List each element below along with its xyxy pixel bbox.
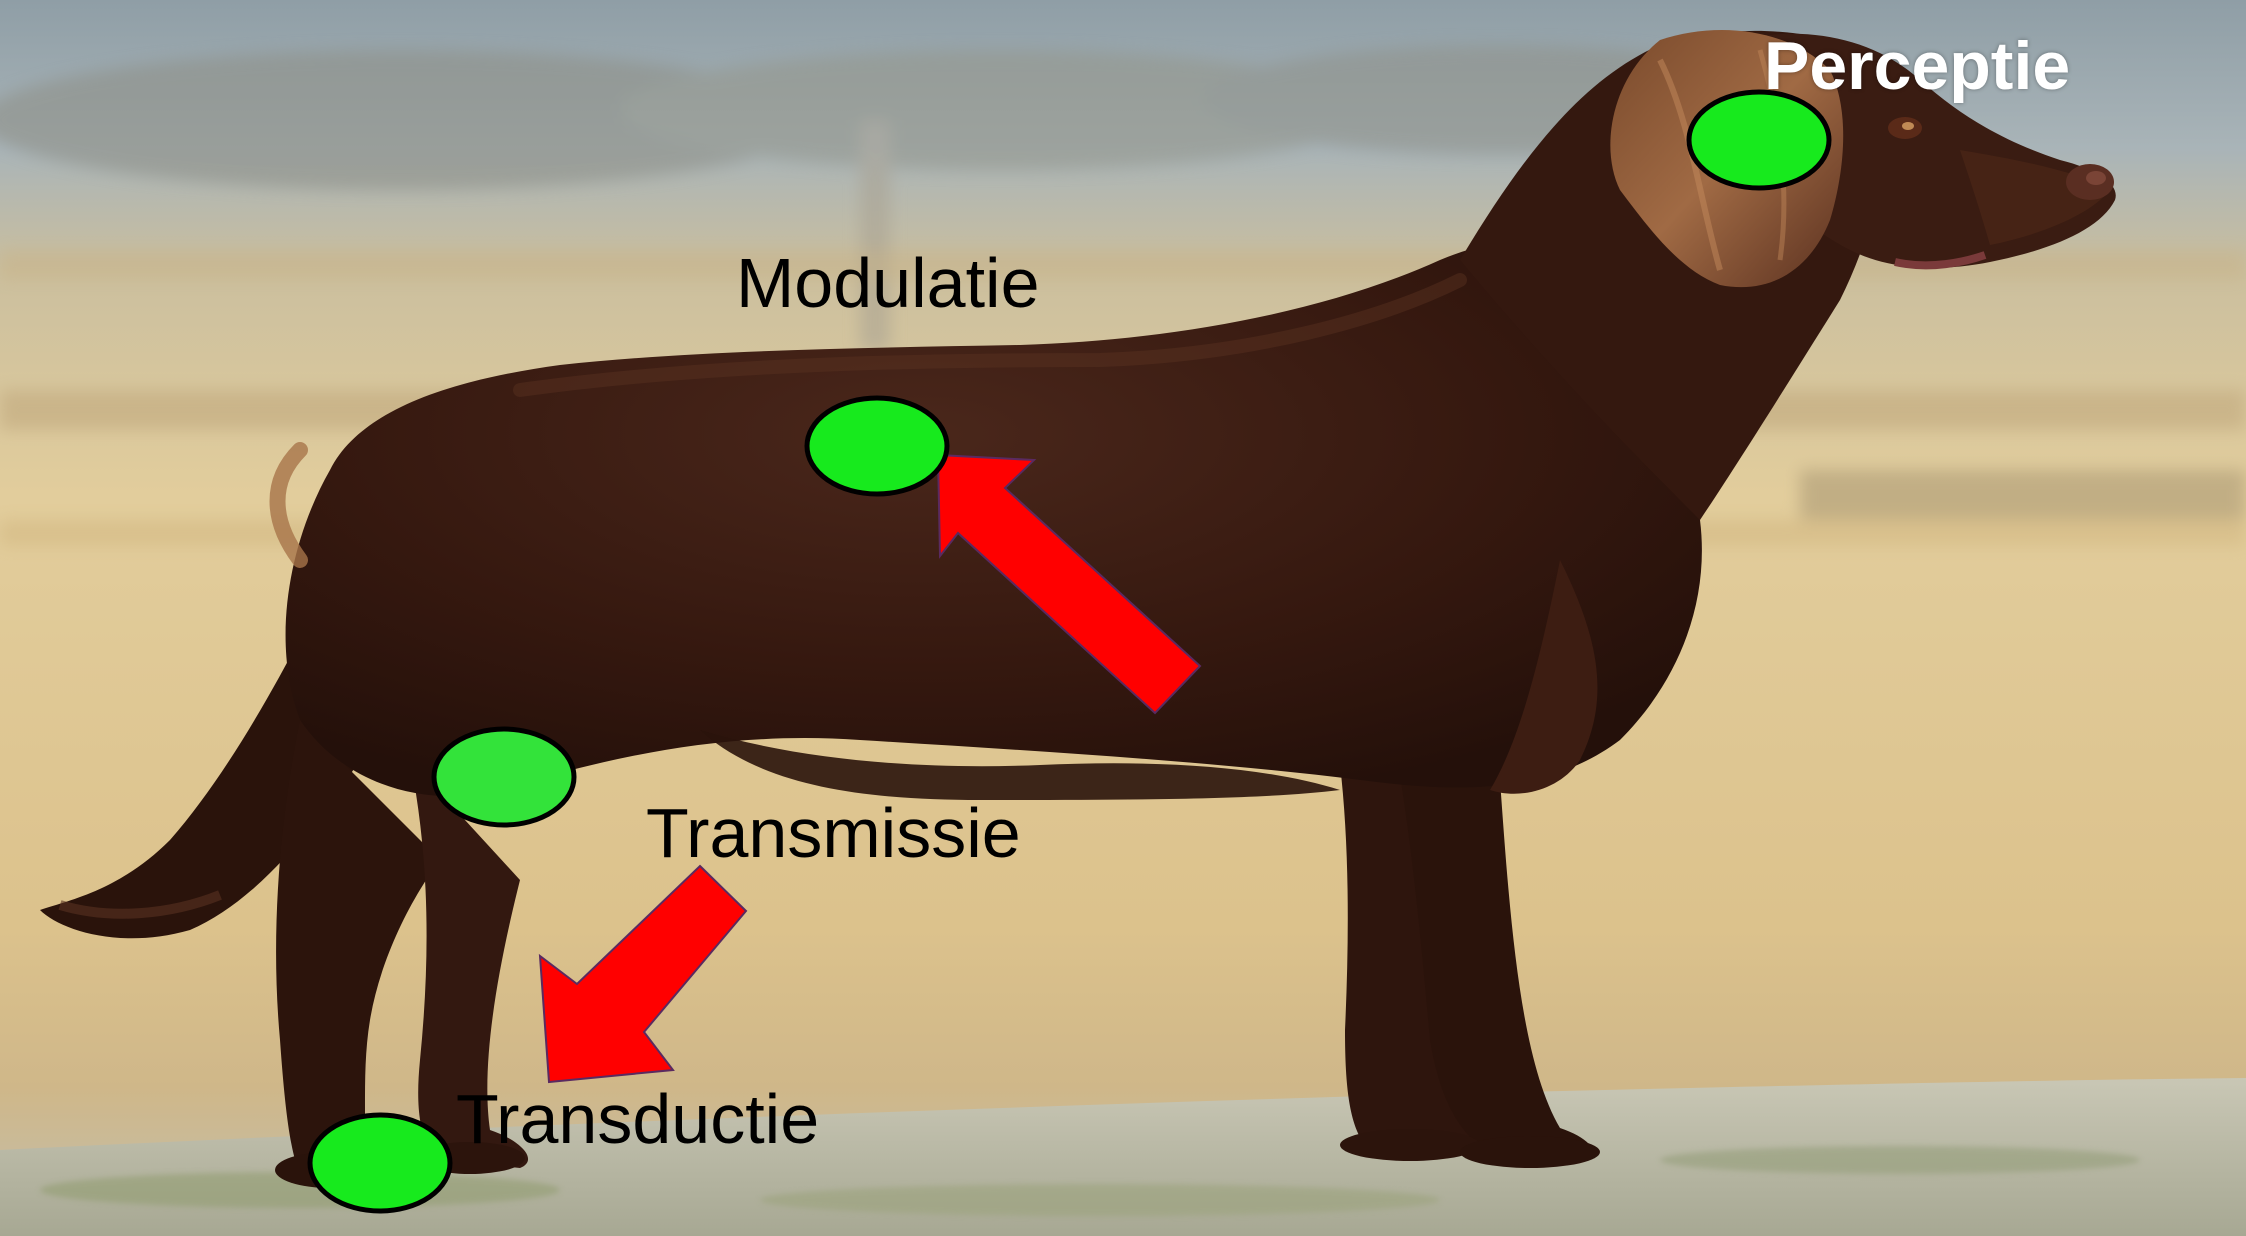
marker-perceptie — [1689, 92, 1829, 188]
marker-transductie — [310, 1115, 450, 1211]
label-perceptie: Perceptie — [1764, 32, 2070, 100]
marker-modulatie — [807, 398, 947, 494]
marker-transmissie — [434, 729, 574, 825]
label-transductie: Transductie — [456, 1084, 819, 1154]
label-modulatie: Modulatie — [736, 248, 1040, 318]
label-transmissie: Transmissie — [646, 798, 1021, 868]
